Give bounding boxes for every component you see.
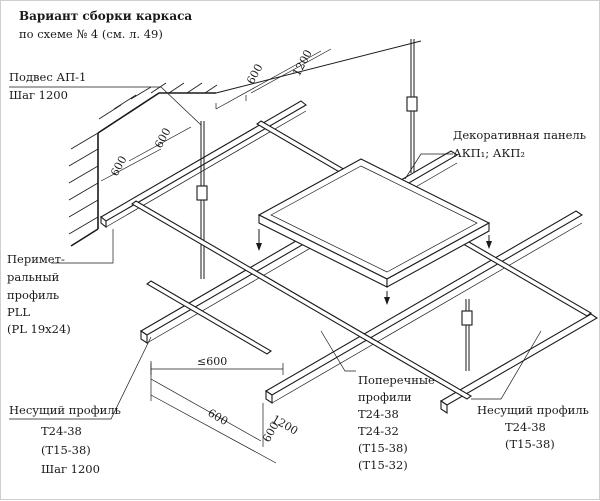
main-left-label-line2: Т24-38 (41, 424, 82, 438)
hanger-label: Подвес АП-1 Шаг 1200 (9, 70, 86, 102)
dim-top-600: 600 (244, 62, 265, 87)
decorative-panel-label-line1: Декоративная панель (453, 128, 586, 142)
main-left-label-line4: Шаг 1200 (41, 462, 100, 476)
perimeter-label-line4: PLL (7, 305, 30, 319)
perimeter-label-line5: (PL 19x24) (7, 322, 71, 336)
wall (68, 40, 422, 247)
dim-left-le600: ≤600 (197, 355, 227, 368)
title-line2: по схеме № 4 (см. л. 49) (19, 27, 163, 41)
decorative-panel-label: Декоративная панель АКП₁; АКП₂ (453, 128, 586, 160)
dimension-labels: 600 1200 600 600 ≤600 600 1200 600 (108, 48, 315, 445)
perimeter-label-line1: Перимет- (7, 252, 65, 266)
dim-bottom-600: 600 (206, 406, 231, 428)
perimeter-label-line2: ральный (7, 270, 60, 284)
cross-label-line6: (Т15-32) (358, 458, 408, 472)
perimeter-label-line3: профиль (7, 288, 59, 302)
hanger-label-line2: Шаг 1200 (9, 88, 68, 102)
main-left-label-line1: Несущий профиль (9, 403, 121, 417)
cross-label-line2: профили (358, 390, 412, 404)
perimeter-profile-label: Перимет- ральный профиль PLL (PL 19x24) (7, 252, 71, 336)
leader-lines (9, 86, 542, 420)
cross-label-line5: (Т15-38) (358, 441, 408, 455)
decorative-panel-shape (256, 158, 492, 305)
main-profile-left-label: Несущий профиль Т24-38 (Т15-38) Шаг 1200 (9, 403, 121, 476)
dim-wall-600-a: 600 (108, 154, 129, 179)
main-right-label-line1: Несущий профиль (477, 403, 589, 417)
decorative-panel-label-line2: АКП₁; АКП₂ (453, 146, 525, 160)
hanger-rods (196, 39, 473, 371)
main-right-label-line3: (Т15-38) (505, 437, 555, 451)
title-line1: Вариант сборки каркаса (19, 9, 192, 23)
cross-label-line1: Поперечные (358, 373, 435, 387)
hanger-label-line1: Подвес АП-1 (9, 70, 86, 84)
dimension-lines (100, 48, 332, 464)
dim-top-1200: 1200 (290, 48, 315, 79)
main-right-label-line2: Т24-38 (505, 420, 546, 434)
cross-profiles-label: Поперечные профили Т24-38 Т24-32 (Т15-38… (358, 373, 435, 472)
title-block: Вариант сборки каркаса по схеме № 4 (см.… (19, 9, 192, 41)
cross-label-line4: Т24-32 (358, 424, 399, 438)
main-profile-right-label: Несущий профиль Т24-38 (Т15-38) (477, 403, 589, 451)
cross-label-line3: Т24-38 (358, 407, 399, 421)
main-left-label-line3: (Т15-38) (41, 443, 91, 457)
